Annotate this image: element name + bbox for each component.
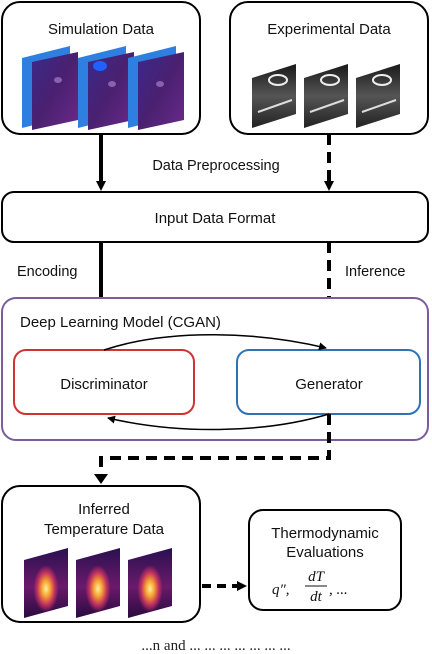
figure-caption-fragment: ...n and ... ... ... ... ... ... ... <box>141 638 291 654</box>
inferred-temperature-box: Inferred Temperature Data <box>1 485 201 623</box>
thermo-label-line1: Thermodynamic <box>271 525 379 542</box>
thermo-formula: q″, dT dt , ... <box>272 569 348 605</box>
simulation-frames-image <box>22 46 184 130</box>
generator-to-discriminator-arrow <box>107 413 330 431</box>
inferred-frames-image <box>24 548 172 618</box>
formula-tail: , ... <box>329 582 348 598</box>
input-data-format-box: Input Data Format <box>1 191 429 243</box>
experimental-frames-image <box>252 64 400 128</box>
inference-label: Inference <box>345 264 405 280</box>
generator-box: Generator <box>236 349 421 415</box>
data-preprocessing-label: Data Preprocessing <box>152 158 279 174</box>
generator-to-inferred-arrow <box>99 414 331 476</box>
simulation-data-box: Simulation Data <box>1 1 201 135</box>
thermodynamic-evaluations-box: Thermodynamic Evaluations q″, dT dt , ..… <box>248 509 402 611</box>
input-data-format-label: Input Data Format <box>155 210 277 227</box>
formula-heat-flux: q″, <box>272 582 290 598</box>
formula-dt: dt <box>310 589 323 605</box>
simulation-data-label: Simulation Data <box>48 21 155 38</box>
formula-dT: dT <box>308 569 326 585</box>
discriminator-to-generator-arrow <box>103 334 327 351</box>
experimental-data-box: Experimental Data <box>229 1 429 135</box>
discriminator-label: Discriminator <box>60 376 148 393</box>
experimental-data-label: Experimental Data <box>267 21 391 38</box>
cgan-model-label: Deep Learning Model (CGAN) <box>20 314 221 331</box>
generator-label: Generator <box>295 376 363 393</box>
thermo-label-line2: Evaluations <box>286 544 364 561</box>
encoding-label: Encoding <box>17 264 77 280</box>
inferred-label-line1: Inferred <box>78 501 130 518</box>
discriminator-box: Discriminator <box>13 349 195 415</box>
generator-to-inferred-arrowhead <box>94 474 108 484</box>
inferred-label-line2: Temperature Data <box>44 521 165 538</box>
